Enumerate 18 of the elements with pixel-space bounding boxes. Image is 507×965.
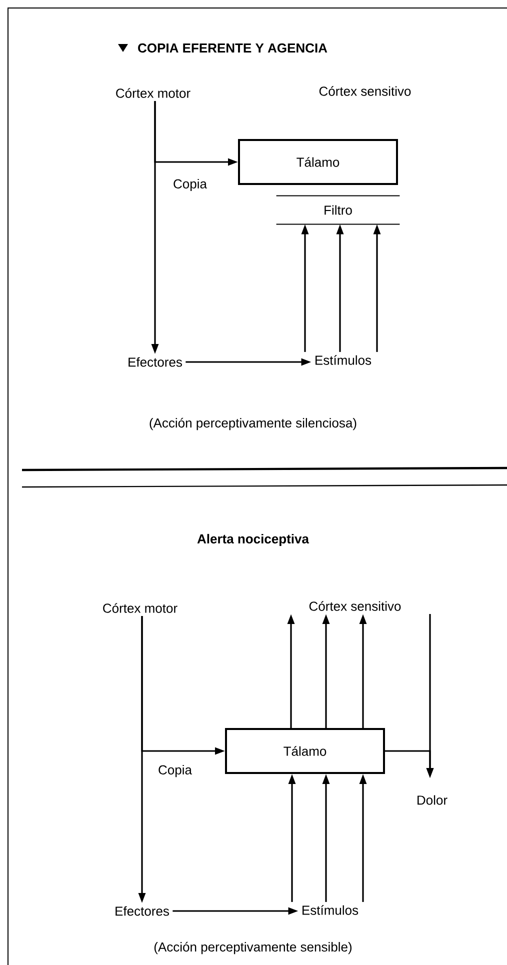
heading: COPIA EFERENTE Y AGENCIA — [138, 43, 328, 53]
node-label: Dolor — [418, 795, 448, 805]
caption: (Acción perceptivamente silenciosa) — [150, 418, 356, 430]
node-label: Estímulos — [316, 355, 372, 365]
node-label: Córtex sensitivo — [319, 86, 411, 96]
node-label: Córtex motor — [103, 603, 178, 613]
node-label: Estímulos — [302, 905, 358, 915]
filter-band: Filtro — [276, 195, 400, 225]
edge-label: Copia — [172, 178, 208, 192]
edge-label: Copia — [157, 764, 193, 778]
thalamus-box: Tálamo — [225, 728, 385, 774]
node-label: Córtex motor — [116, 88, 190, 98]
node-label: Efectores — [116, 906, 169, 916]
node-label: Efectores — [128, 357, 182, 367]
caption: (Acción perceptivamente sensible) — [154, 942, 352, 954]
node-label: Córtex sensitivo — [309, 601, 401, 611]
caption: Alerta nociceptiva — [197, 534, 310, 546]
thalamus-box: Tálamo — [238, 139, 398, 185]
